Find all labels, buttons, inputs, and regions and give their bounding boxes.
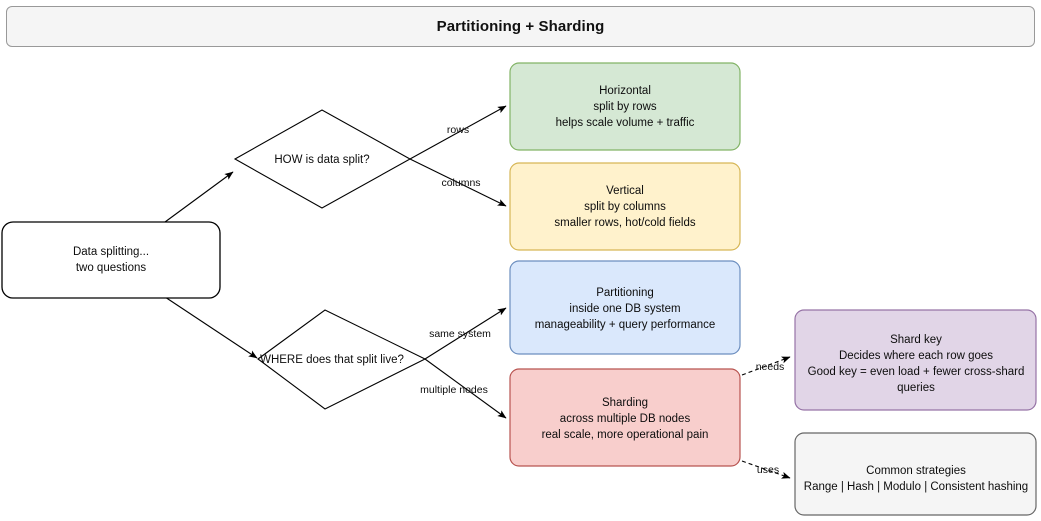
shard-key-box-line-1: Shard key [890,334,942,346]
horizontal-box-line-1: Horizontal [599,85,651,97]
decision-how-label: HOW is data split? [274,154,369,166]
edges-layer: rows columns same system multiple nodes … [164,105,791,479]
node-sharding-box[interactable]: Sharding across multiple DB nodes real s… [509,368,741,467]
horizontal-box-shape[interactable] [509,62,741,151]
decision-where-shape[interactable] [257,309,427,410]
node-vertical-box[interactable]: Vertical split by columns smaller rows, … [509,162,741,251]
vertical-box-shape[interactable] [509,162,741,251]
partitioning-box-shape[interactable] [509,260,741,355]
node-partitioning-box[interactable]: Partitioning inside one DB system manage… [509,260,741,355]
edge-start-to-where [164,296,258,359]
edge-label-columns: columns [441,177,480,189]
edge-sharding-to-strategies [741,460,791,479]
decision-how-shape[interactable] [233,109,412,209]
edge-where-to-sharding [424,358,507,419]
edge-label-same-system: same system [429,328,491,340]
decision-where-label: WHERE does that split live? [260,354,404,366]
horizontal-box-line-2: split by rows [593,101,657,113]
horizontal-box-line-3: helps scale volume + traffic [556,117,695,129]
node-decision-how[interactable]: HOW is data split? [233,109,412,209]
data-splitting-start-line-1: Data splitting... [73,246,149,258]
edge-how-to-horizontal [409,105,507,160]
data-splitting-start-shape[interactable] [1,221,221,299]
edge-label-needs: needs [756,361,785,373]
edge-how-to-vertical [409,158,507,207]
partitioning-box-line-1: Partitioning [596,287,654,299]
node-horizontal-box[interactable]: Horizontal split by rows helps scale vol… [509,62,741,151]
partitioning-box-line-3: manageability + query performance [535,319,716,331]
vertical-box-line-2: split by columns [584,201,666,213]
data-splitting-start-line-2: two questions [76,262,147,274]
common-strategies-box-line-2: Range | Hash | Modulo | Consistent hashi… [804,481,1028,493]
node-common-strategies-box[interactable]: Common strategies Range | Hash | Modulo … [794,432,1037,516]
sharding-box-shape[interactable] [509,368,741,467]
edge-sharding-to-shard-key [741,356,791,376]
sharding-box-line-2: across multiple DB nodes [560,413,691,425]
node-data-splitting-start[interactable]: Data splitting... two questions [1,221,221,299]
node-decision-where[interactable]: WHERE does that split live? [257,309,427,410]
vertical-box-line-1: Vertical [606,185,644,197]
edge-label-rows: rows [447,124,469,136]
page-title: Partitioning + Sharding [436,18,605,35]
shard-key-box-line-3: Good key = even load + fewer cross-shard [808,366,1025,378]
partitioning-box-line-2: inside one DB system [569,303,680,315]
shard-key-box-line-2: Decides where each row goes [839,350,993,362]
edge-label-uses: uses [757,464,779,476]
edge-where-to-partitioning [424,307,507,360]
shard-key-box-shape[interactable] [794,309,1037,411]
edge-label-multiple-nodes: multiple nodes [420,384,488,396]
shard-key-box-line-4: queries [897,382,935,394]
sharding-box-line-3: real scale, more operational pain [542,429,709,441]
common-strategies-box-line-1: Common strategies [866,465,966,477]
vertical-box-line-3: smaller rows, hot/cold fields [554,217,695,229]
common-strategies-box-shape[interactable] [794,432,1037,516]
node-shard-key-box[interactable]: Shard key Decides where each row goes Go… [794,309,1037,411]
diagram-title-bar: Partitioning + Sharding [6,6,1035,47]
sharding-box-line-1: Sharding [602,397,648,409]
edge-start-to-how [164,171,234,223]
